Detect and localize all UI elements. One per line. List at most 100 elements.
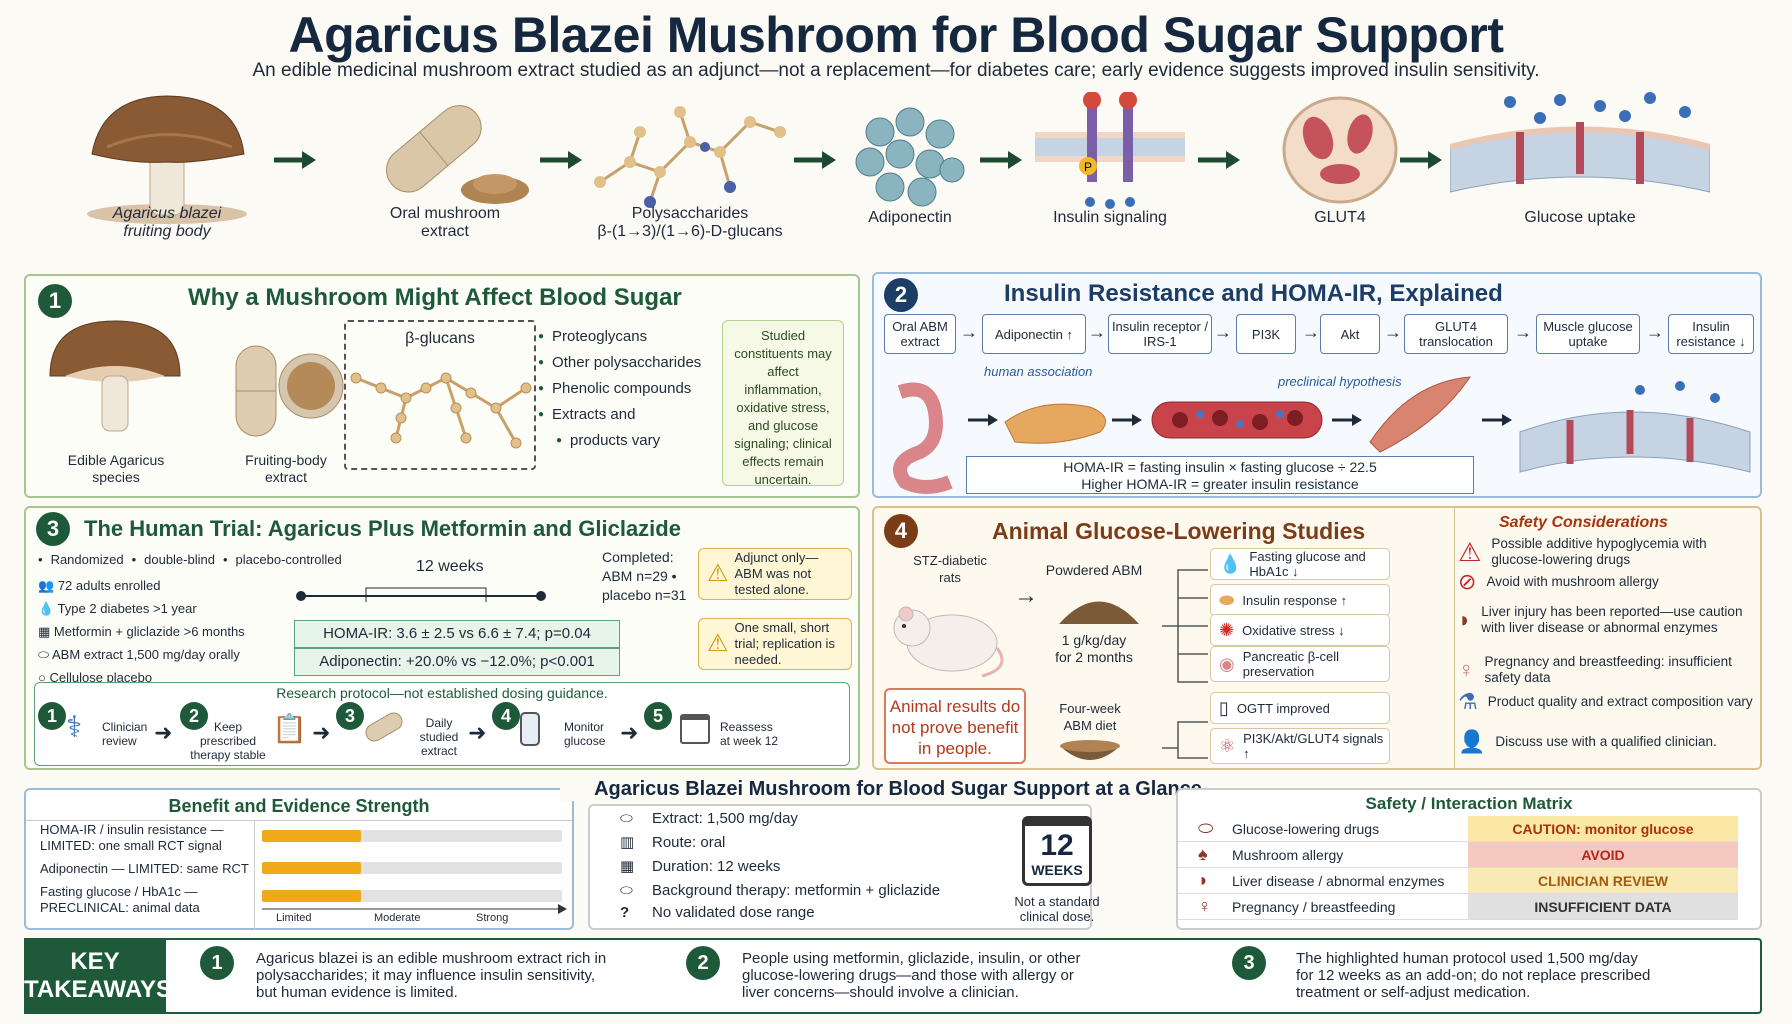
panel-title: The Human Trial: Agaricus Plus Metformin… — [84, 516, 681, 541]
evidence-bar — [262, 862, 562, 874]
insulin-receptor-icon: P — [1035, 92, 1185, 209]
svg-text:P: P — [1084, 160, 1092, 174]
arrow-right-icon: → — [1646, 322, 1664, 342]
burst-icon: ✺ — [1219, 619, 1235, 640]
chain-box: Adiponectin ↑ — [982, 314, 1086, 354]
warning-adjunct: ⚠Adjunct only—ABM was not tested alone. — [698, 548, 852, 600]
homa-result: HOMA-IR: 3.6 ± 2.5 vs 6.6 ± 7.4; p=0.04 — [294, 620, 620, 648]
takeaway-number: 2 — [686, 946, 720, 980]
step-number: 3 — [336, 702, 364, 730]
mushroom-icon — [87, 95, 247, 224]
adiponectin-result: Adiponectin: +20.0% vs −12.0%; p<0.001 — [294, 648, 620, 676]
benefit-row-label: Adiponectin — LIMITED: same RCT — [40, 861, 249, 876]
effect-item: ▯OGTT improved — [1210, 692, 1390, 724]
evidence-bar-fill — [262, 862, 361, 874]
drop-icon: 💧 — [38, 601, 55, 616]
arrow-right-icon — [1400, 151, 1442, 169]
panel-number: 3 — [36, 512, 70, 546]
blood-drop-icon: 💧 — [1219, 553, 1242, 574]
glucose-meter-icon: ▯ — [1219, 697, 1229, 718]
warning-icon: ⚠ — [1458, 537, 1482, 567]
safety-item: ◗Liver injury has been reported—use caut… — [1458, 604, 1743, 635]
list-item: ⬭ ABM extract 1,500 mg/day orally — [38, 647, 240, 662]
pathway-step-adiponectin: Adiponectin — [840, 92, 980, 272]
glance-row: ⬭Extract: 1,500 mg/day — [620, 808, 798, 830]
warning-replication: ⚠One small, short trial; replication is … — [698, 618, 852, 670]
pathway-label: extract — [420, 223, 469, 240]
takeaway-text: Agaricus blazei is an edible mushroom ex… — [256, 950, 607, 1001]
chain-box: Muscle glucose uptake — [1536, 314, 1640, 354]
chain-box: Insulin resistance ↓ — [1668, 314, 1754, 354]
pathway-step-mushroom: Agaricus blazei fruiting body — [72, 92, 262, 272]
formula-line: HOMA-IR = fasting insulin × fasting gluc… — [1063, 459, 1377, 475]
formula-line: Higher HOMA-IR = greater insulin resista… — [1081, 476, 1359, 492]
takeaway-number: 1 — [200, 946, 234, 980]
mushroom-icon: ♠ — [1198, 844, 1208, 864]
safety-item: ⊘Avoid with mushroom allergy — [1458, 569, 1659, 594]
list-item: ▦ Metformin + gliclazide >6 months — [38, 624, 245, 639]
evidence-bar — [262, 890, 562, 902]
animal-disclaimer: Animal results do not prove benefit in p… — [884, 688, 1026, 764]
effect-item: ◉Pancreatic β-cell preservation — [1210, 646, 1390, 682]
circle-icon: ○ — [38, 670, 46, 685]
panel-title: Why a Mushroom Might Affect Blood Sugar — [188, 284, 682, 311]
takeaway-text: The highlighted human protocol used 1,50… — [1296, 950, 1651, 1001]
protocol-box: Research protocol—not established dosing… — [34, 682, 850, 766]
calendar-icon — [680, 714, 710, 744]
calendar-number: 12 — [1040, 829, 1074, 862]
safety-item: ⚗Product quality and extract composition… — [1458, 689, 1753, 714]
takeaways-panel — [24, 938, 1762, 1014]
evidence-bar-fill — [262, 830, 361, 842]
matrix-status: CAUTION: monitor glucose — [1468, 816, 1738, 841]
matrix-title: Safety / Interaction Matrix — [1365, 794, 1573, 813]
clinician-icon: 👤 — [1458, 729, 1486, 754]
arrow-right-icon: → — [1014, 582, 1038, 609]
calendar-icon: ▦ — [620, 858, 635, 875]
pathway-label: GLUT4 — [1314, 209, 1366, 226]
capsule-icon: ⬭ — [620, 810, 633, 827]
cell-icon: ◉ — [1219, 653, 1235, 674]
glance-row: ?No validated dose range — [620, 902, 815, 924]
pathway-label: Polysaccharides — [631, 205, 749, 222]
calendar-label: WEEKS — [1031, 862, 1083, 878]
signaling-icon: ⚛ — [1219, 735, 1236, 756]
glance-row: ▦Duration: 12 weeks — [620, 856, 780, 878]
matrix-item: Mushroom allergy — [1232, 847, 1344, 863]
pathway-label: Glucose uptake — [1524, 209, 1636, 226]
capsule-icon: ⬭ — [38, 647, 50, 662]
step-number: 4 — [492, 702, 520, 730]
calendar-icon: 12 WEEKS — [1022, 816, 1092, 886]
completed-counts: Completed:ABM n=29 •placebo n=31 — [602, 549, 687, 603]
step-number: 5 — [644, 702, 672, 730]
arrow-right-icon: → — [1384, 322, 1402, 342]
pathway-label: Oral mushroom — [389, 205, 501, 222]
pills-icon: ⬭ — [1198, 818, 1214, 838]
cell-icon — [1282, 96, 1398, 204]
warning-icon: ⚠ — [707, 630, 729, 657]
rat-icon — [893, 606, 1004, 678]
cup-icon: ▥ — [620, 834, 635, 851]
trial-details: 👥 72 adults enrolled 💧 Type 2 diabetes >… — [38, 574, 245, 689]
powder-label: Powdered ABM — [1045, 562, 1143, 578]
mushroom-icon — [49, 320, 181, 432]
evidence-bar-fill — [262, 890, 361, 902]
pathway-label: Agaricus blazei — [112, 205, 222, 222]
list-item: Other polysaccharides — [538, 350, 701, 376]
list-item: Proteoglycans — [538, 324, 701, 350]
arrow-right-icon — [794, 151, 836, 169]
scale-label: Limited — [276, 912, 312, 924]
pregnancy-icon: ♀ — [1458, 657, 1475, 682]
warning-icon: ⚠ — [707, 560, 729, 587]
scale-label: Moderate — [374, 912, 421, 924]
chain-box: GLUT4 translocation — [1404, 314, 1508, 354]
pathway-label: Insulin signaling — [1053, 209, 1167, 226]
safety-item: ♀Pregnancy and breastfeeding: insufficie… — [1458, 654, 1732, 685]
trial-duration: 12 weeks — [416, 558, 484, 575]
